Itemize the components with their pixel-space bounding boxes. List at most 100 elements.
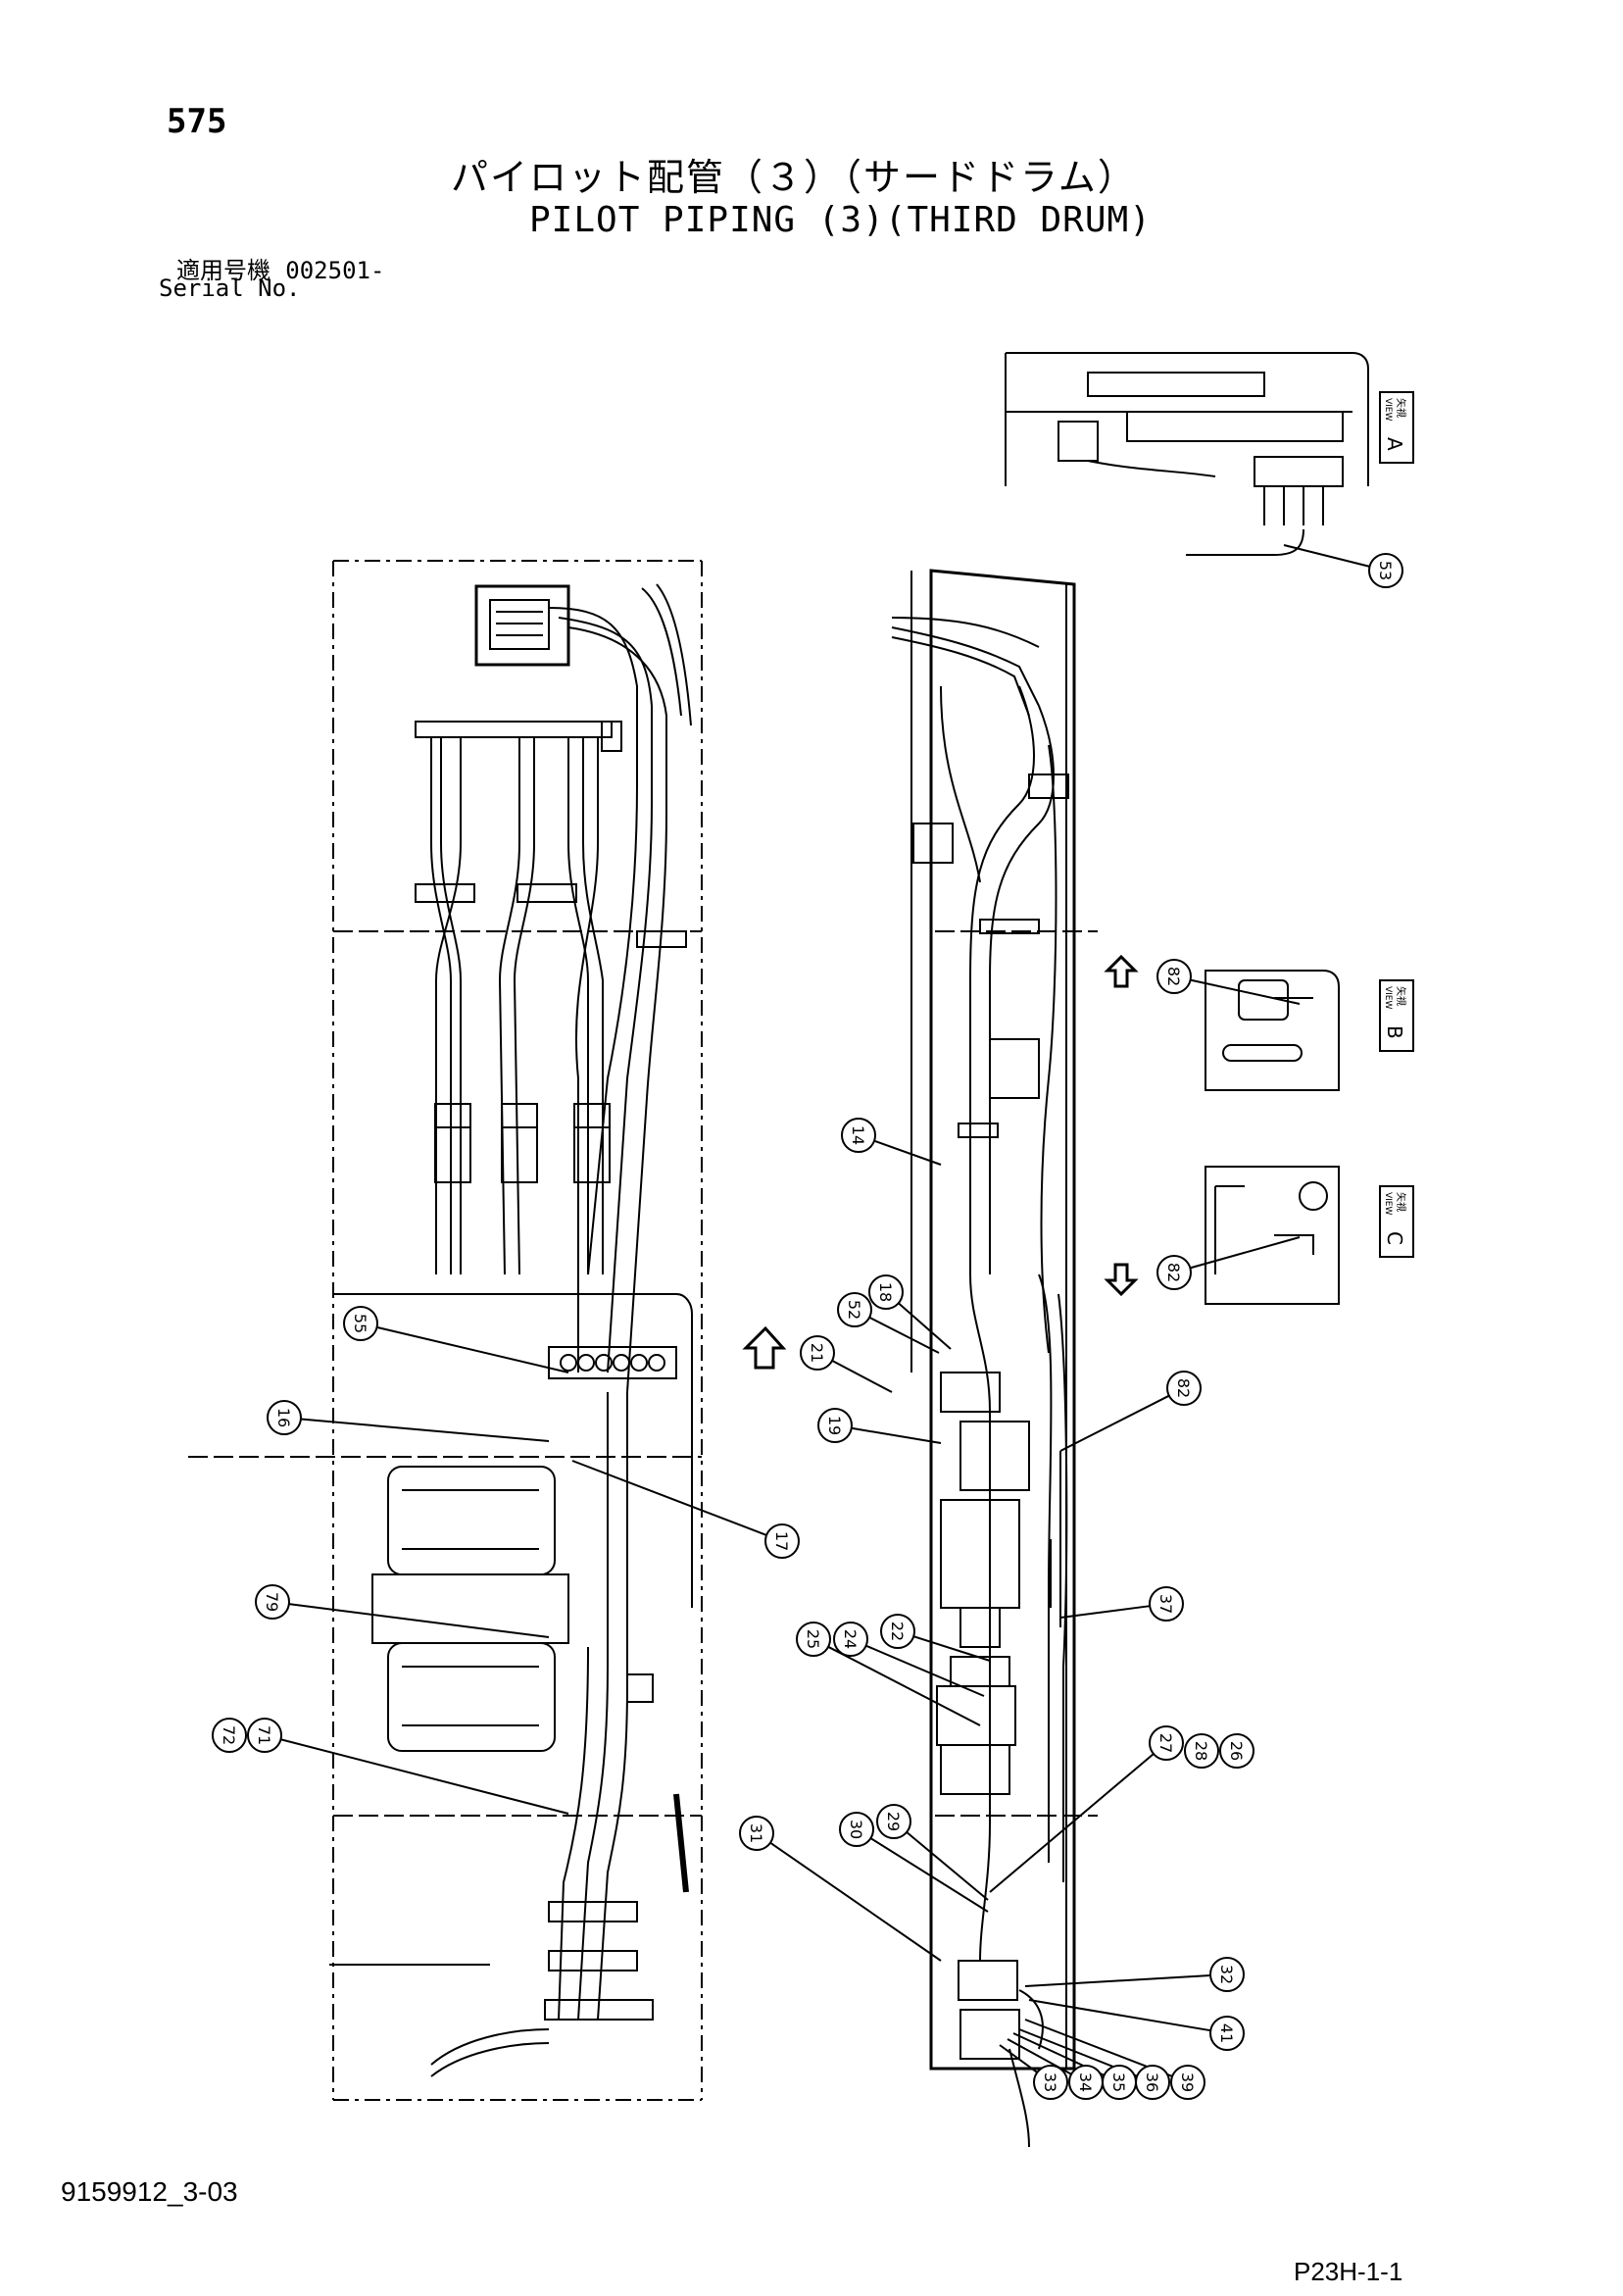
callout-label: 22: [888, 1622, 907, 1641]
callout-leader: [1190, 978, 1301, 1005]
callout-26: 26: [1219, 1733, 1254, 1769]
page-number: 575: [167, 102, 227, 141]
callout-leader: [999, 2044, 1038, 2073]
callout-16: 16: [267, 1400, 302, 1435]
callout-label: 32: [1217, 1965, 1236, 1984]
callout-22: 22: [880, 1614, 915, 1649]
callout-52: 52: [837, 1292, 872, 1327]
callout-leader: [1028, 1999, 1211, 2032]
callout-79: 79: [255, 1584, 290, 1620]
svg-text:A: A: [1383, 437, 1406, 451]
callout-41: 41: [1209, 2016, 1245, 2051]
callout-label: 82: [1164, 967, 1183, 986]
callout-leader: [300, 1418, 550, 1442]
callout-label: 28: [1192, 1741, 1210, 1761]
callout-leader: [898, 1302, 952, 1350]
svg-text:VIEW: VIEW: [1383, 986, 1393, 1009]
title-english: PILOT PIPING (3)(THIRD DRUM): [529, 200, 1152, 240]
callout-leader: [851, 1426, 942, 1444]
callout-label: 33: [1041, 2072, 1059, 2092]
callout-leader: [376, 1325, 569, 1373]
sheet-code: P23H-1-1: [1294, 2257, 1403, 2286]
hose-bundle-left: [430, 737, 667, 1393]
view-b-inset: [1205, 970, 1340, 1091]
callout-leader: [1283, 544, 1370, 568]
callout-leader: [912, 1635, 991, 1662]
callout-label: 14: [849, 1125, 867, 1145]
callout-28: 28: [1184, 1733, 1219, 1769]
serial-value: 002501-: [285, 257, 385, 284]
callout-leader: [769, 1841, 942, 1962]
callout-leader: [869, 1837, 989, 1913]
callout-label: 37: [1156, 1594, 1175, 1614]
callout-label: 39: [1178, 2072, 1197, 2092]
callout-24: 24: [833, 1622, 868, 1657]
callout-36: 36: [1135, 2065, 1170, 2100]
callout-label: 31: [747, 1823, 765, 1843]
svg-text:B: B: [1383, 1025, 1406, 1039]
callout-21: 21: [800, 1335, 835, 1371]
callout-34: 34: [1068, 2065, 1104, 2100]
callout-leader: [906, 1831, 989, 1901]
document-code: 9159912_3-03: [61, 2176, 238, 2207]
callout-leader: [873, 1139, 942, 1166]
callout-71: 71: [247, 1718, 282, 1753]
callout-leader: [280, 1738, 569, 1815]
callout-29: 29: [876, 1804, 911, 1839]
left-frame: [188, 560, 703, 2101]
callout-leader: [1059, 1605, 1151, 1619]
callout-label: 24: [841, 1629, 860, 1649]
callout-label: 71: [255, 1725, 273, 1745]
view-label-a: 矢視 VIEW A: [1379, 391, 1414, 464]
callout-label: 19: [825, 1416, 844, 1435]
callout-label: 18: [876, 1282, 895, 1302]
callout-82: 82: [1156, 1255, 1192, 1290]
callout-leader: [1024, 1973, 1211, 1987]
serial-label: 適用号機: [176, 257, 270, 284]
callout-leader: [1059, 1394, 1170, 1452]
callout-label: 29: [884, 1812, 903, 1831]
callout-label: 82: [1174, 1378, 1193, 1398]
callout-leader: [827, 1645, 981, 1726]
view-label-b: 矢視 VIEW B: [1379, 979, 1414, 1052]
svg-text:矢視: 矢視: [1395, 1192, 1407, 1212]
callout-label: 53: [1376, 561, 1395, 580]
callout-leader: [865, 1644, 985, 1697]
callout-leader: [571, 1460, 767, 1536]
view-label-c: 矢視 VIEW C: [1379, 1185, 1414, 1258]
callout-55: 55: [343, 1306, 378, 1341]
callout-72: 72: [212, 1718, 247, 1753]
callout-label: 52: [845, 1300, 863, 1320]
callout-label: 16: [274, 1408, 293, 1427]
svg-text:矢視: 矢視: [1395, 398, 1407, 418]
callout-label: 25: [804, 1629, 822, 1649]
callout-label: 82: [1164, 1263, 1183, 1282]
callout-label: 41: [1217, 2023, 1236, 2043]
callout-14: 14: [841, 1118, 876, 1153]
callout-30: 30: [839, 1812, 874, 1847]
title-japanese: パイロット配管（３）（サードドラム）: [451, 156, 1137, 199]
svg-text:VIEW: VIEW: [1383, 398, 1393, 421]
callout-label: 30: [847, 1820, 865, 1839]
callout-31: 31: [739, 1816, 774, 1851]
callout-82: 82: [1166, 1371, 1202, 1406]
callout-25: 25: [796, 1622, 831, 1657]
callout-leader: [288, 1603, 550, 1638]
callout-leader: [831, 1360, 893, 1393]
callout-19: 19: [817, 1408, 853, 1443]
right-frame: [910, 569, 1098, 2071]
callout-37: 37: [1149, 1586, 1184, 1622]
callout-label: 27: [1156, 1733, 1175, 1753]
callout-label: 79: [263, 1592, 281, 1612]
callout-27: 27: [1149, 1725, 1184, 1761]
svg-text:C: C: [1383, 1231, 1406, 1245]
view-c-inset: [1205, 1166, 1340, 1305]
callout-label: 72: [220, 1725, 238, 1745]
callout-label: 34: [1076, 2072, 1095, 2092]
callout-label: 26: [1227, 1741, 1246, 1761]
callout-18: 18: [868, 1274, 904, 1310]
callout-33: 33: [1033, 2065, 1068, 2100]
callout-leader: [868, 1316, 940, 1354]
callout-label: 17: [772, 1531, 791, 1551]
serial-label-english: Serial No.: [159, 275, 301, 302]
